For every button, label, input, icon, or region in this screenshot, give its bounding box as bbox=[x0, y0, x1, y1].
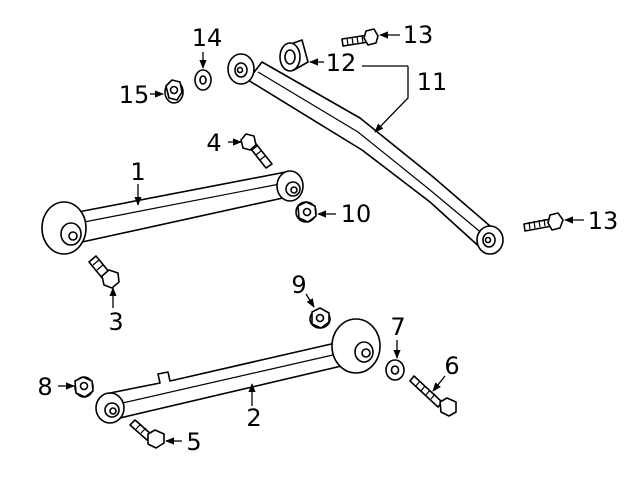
bolt-4-part bbox=[240, 133, 273, 169]
bolt-upper-part bbox=[341, 28, 379, 47]
bolt-5-part bbox=[129, 419, 165, 449]
leader-9 bbox=[305, 293, 315, 308]
flange-nut-10-part bbox=[295, 201, 317, 223]
callout-8: 8 bbox=[37, 373, 52, 401]
callout-14: 14 bbox=[192, 24, 223, 52]
callout-3: 3 bbox=[108, 308, 123, 336]
callout-9: 9 bbox=[291, 271, 306, 299]
washer-top-part bbox=[194, 69, 212, 91]
flange-nut-9-part bbox=[309, 307, 331, 329]
washer-7-part bbox=[385, 359, 405, 381]
callout-11: 11 bbox=[417, 68, 448, 96]
callout-2: 2 bbox=[246, 404, 261, 432]
bushing-part bbox=[279, 39, 309, 72]
callout-5: 5 bbox=[186, 428, 201, 456]
callout-7: 7 bbox=[390, 313, 405, 341]
lower-control-arm-2-part bbox=[95, 318, 381, 424]
callout-10: 10 bbox=[341, 200, 372, 228]
bolt-6-part bbox=[409, 375, 457, 417]
callout-12: 12 bbox=[326, 49, 357, 77]
flange-nut-top-part bbox=[164, 79, 184, 104]
callout-6: 6 bbox=[444, 352, 459, 380]
callout-1: 1 bbox=[130, 158, 145, 186]
upper-control-arm-part bbox=[227, 53, 504, 255]
callout-13-top: 13 bbox=[403, 21, 434, 49]
bolt-right-part bbox=[523, 212, 564, 232]
lower-control-arm-1-part bbox=[41, 170, 304, 255]
callout-labels: 1 2 3 4 5 6 7 8 9 10 11 12 13 13 14 15 bbox=[37, 21, 618, 456]
flange-nut-8-part bbox=[74, 376, 94, 398]
leader-11 bbox=[374, 66, 409, 133]
leader-lines bbox=[58, 31, 584, 445]
callout-15: 15 bbox=[119, 81, 150, 109]
callout-4: 4 bbox=[206, 129, 221, 157]
bolt-3-part bbox=[88, 255, 120, 289]
leader-6 bbox=[432, 375, 446, 392]
callout-13-right: 13 bbox=[588, 207, 619, 235]
